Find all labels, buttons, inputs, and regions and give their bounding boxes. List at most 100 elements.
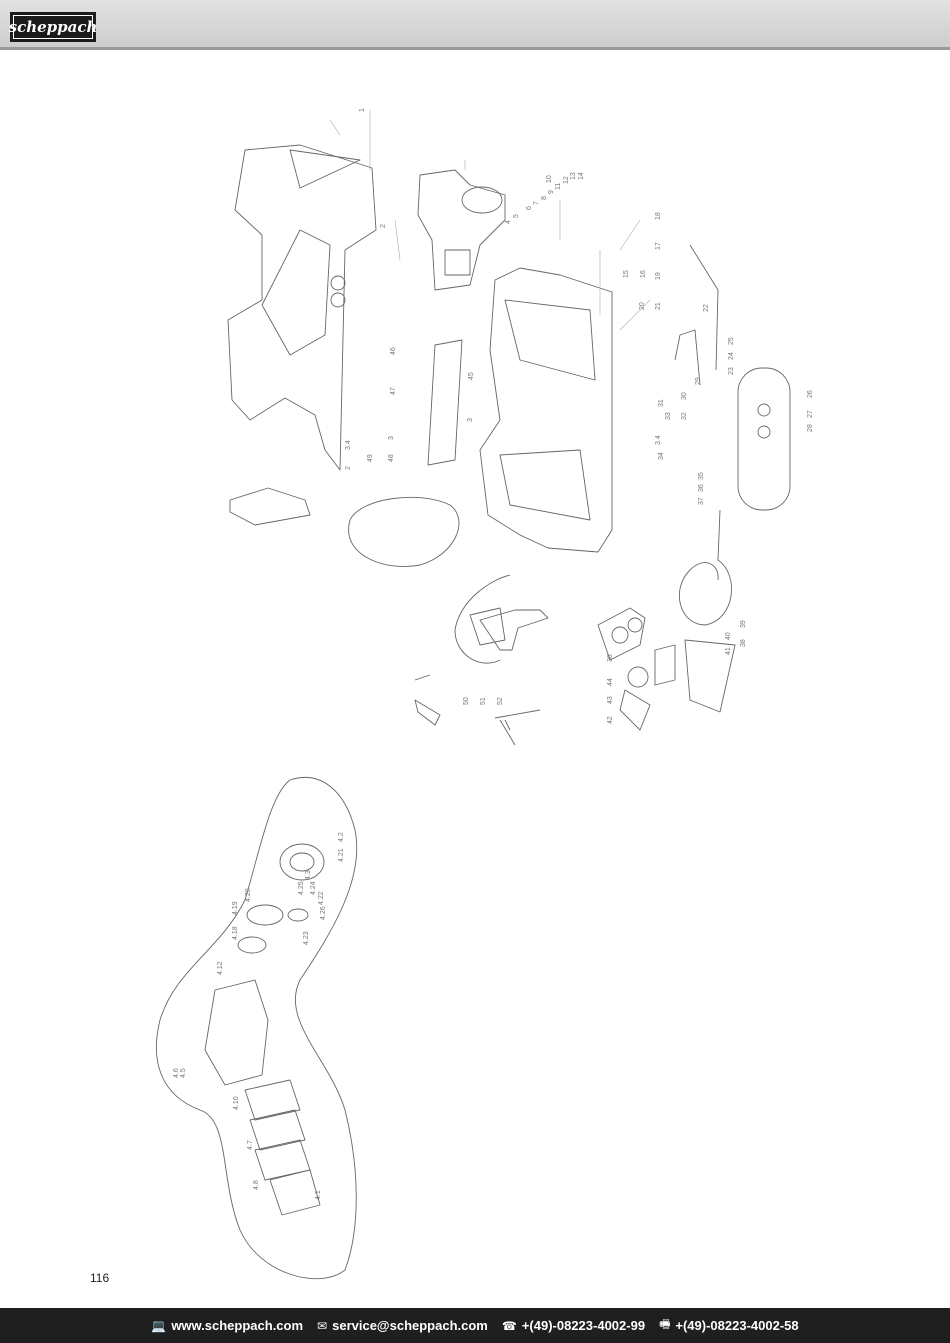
air-hose	[678, 509, 732, 626]
air-tank	[737, 367, 791, 511]
callout-34: 34	[658, 452, 665, 460]
fax-icon: 🖷	[659, 1317, 671, 1331]
footer-email[interactable]: ✉ service@scheppach.com	[317, 1318, 488, 1333]
callout-17: 17	[655, 242, 662, 250]
callout-47: 47	[390, 387, 397, 395]
callout-27: 27	[807, 410, 814, 418]
callout-4-5: 4.5	[180, 1068, 187, 1078]
callout-4: 4	[505, 220, 512, 224]
computer-icon: 💻	[151, 1318, 167, 1333]
footer-website-text: www.scheppach.com	[171, 1318, 304, 1333]
callout-4-24: 4.24	[310, 881, 317, 895]
callout-26: 26	[807, 390, 814, 398]
callout-31: 31	[658, 399, 665, 407]
callout-48: 48	[388, 454, 395, 462]
page-number: 116	[90, 1271, 110, 1285]
callout-36: 36	[698, 484, 705, 492]
callout-13: 13	[570, 172, 577, 180]
mail-icon: ✉	[317, 1318, 328, 1333]
footer-phone-text: +(49)-08223-4002-99	[521, 1318, 646, 1333]
page-footer: 💻 www.scheppach.com ✉ service@scheppach.…	[0, 1308, 950, 1343]
footer-fax: 🖷 +(49)-08223-4002-58	[659, 1315, 799, 1336]
callout-4-21: 4.21	[338, 848, 345, 862]
callout-28: 28	[807, 424, 814, 432]
footer-email-text: service@scheppach.com	[332, 1318, 488, 1333]
callout-23: 23	[728, 367, 735, 375]
callout-4-19: 4.19	[232, 901, 239, 915]
callout-2b: 2	[380, 224, 387, 228]
callout-4-6: 4.6	[173, 1068, 180, 1078]
callout-3: 3	[388, 436, 395, 440]
footer-fax-text: +(49)-08223-4002-58	[675, 1318, 799, 1333]
callout-4-12: 4.12	[217, 961, 224, 975]
callout-4-22: 4.22	[318, 891, 325, 905]
right-housing-shell	[479, 267, 613, 553]
callout-41: 41	[725, 647, 732, 655]
callout-50: 50	[463, 697, 470, 705]
callout-4-23: 4.23	[303, 931, 310, 945]
callout-5: 5	[513, 214, 520, 218]
pressure-regulator	[684, 639, 736, 713]
callout-4-25: 4.25	[298, 881, 305, 895]
page-header: scheppach	[0, 0, 950, 50]
callout-4-7: 4.7	[247, 1140, 254, 1150]
silencer-tube	[427, 339, 463, 466]
callout-4-2: 4.2	[338, 832, 345, 842]
callout-15: 15	[623, 270, 630, 278]
callout-44: 44	[607, 678, 614, 686]
callout-4-3: 4.3	[305, 870, 312, 880]
callout-4-20: 4.20	[245, 888, 252, 902]
callout-39: 39	[740, 620, 747, 628]
callout-45: 45	[468, 372, 475, 380]
callout-38b: 38	[607, 654, 614, 662]
callout-33: 33	[665, 412, 672, 420]
gauge-panel	[597, 607, 646, 661]
callout-7: 7	[533, 201, 540, 205]
callout-29: 29	[695, 377, 702, 385]
motor-unit	[417, 169, 506, 291]
footer-website[interactable]: 💻 www.scheppach.com	[151, 1318, 303, 1333]
callout-49: 49	[367, 454, 374, 462]
callout-14: 14	[578, 172, 585, 180]
scheppach-logo: scheppach	[9, 12, 97, 42]
callout-12: 12	[563, 176, 570, 184]
callout-32: 32	[681, 412, 688, 420]
callout-labels: 1 2 2 3 3 4 5 6 7 8 9 10 11 12 13 14 15 …	[173, 108, 814, 1200]
accessory-kit-outline	[348, 496, 460, 567]
callout-4-8: 4.8	[253, 1180, 260, 1190]
callout-19: 19	[655, 272, 662, 280]
callout-37: 37	[698, 497, 705, 505]
callout-46: 46	[390, 347, 397, 355]
callout-10: 10	[546, 175, 553, 183]
callout-4-10: 4.10	[233, 1096, 240, 1110]
callout-2: 2	[345, 466, 352, 470]
callout-18: 18	[655, 212, 662, 220]
compressor-detail-outline	[156, 777, 358, 1279]
callout-30: 30	[681, 392, 688, 400]
callout-3b: 3	[467, 418, 474, 422]
spray-gun	[454, 574, 549, 651]
phone-icon: ☎	[501, 1318, 517, 1333]
callout-3-4: 3.4	[345, 440, 352, 450]
callout-16: 16	[640, 270, 647, 278]
callout-6: 6	[526, 206, 533, 210]
callout-51: 51	[480, 697, 487, 705]
footer-phone: ☎ +(49)-08223-4002-99	[502, 1318, 645, 1333]
callout-38: 38	[740, 639, 747, 647]
callout-42: 42	[607, 716, 614, 724]
callout-22: 22	[703, 304, 710, 312]
callout-1: 1	[359, 108, 366, 112]
callout-24: 24	[728, 352, 735, 360]
callout-11: 11	[555, 183, 562, 190]
callout-9: 9	[548, 190, 555, 194]
callout-40: 40	[725, 632, 732, 640]
left-mount-plate	[229, 487, 311, 526]
callout-52: 52	[497, 697, 504, 705]
left-housing-shell	[227, 144, 377, 471]
callout-35: 35	[698, 472, 705, 480]
callout-43: 43	[607, 696, 614, 704]
callout-4-1: 4.1	[315, 1190, 322, 1200]
callout-20: 20	[639, 302, 646, 310]
callout-25: 25	[728, 337, 735, 345]
